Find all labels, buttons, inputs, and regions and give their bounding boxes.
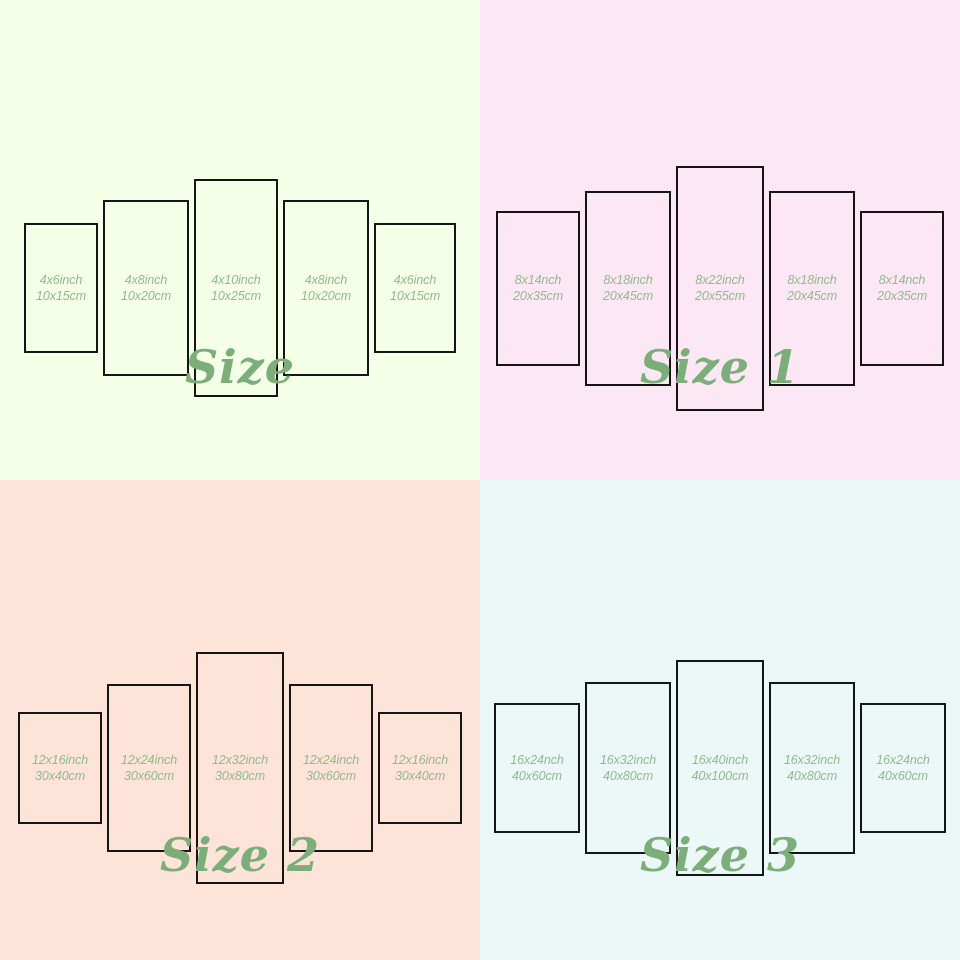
panel-size-label: 8x14nch 20x35cm xyxy=(877,272,927,305)
quadrant-size-2: 12x16inch 30x40cm 12x24inch 30x60cm 12x32inc… xyxy=(0,480,480,960)
panel-size-centimeters: 20x35cm xyxy=(876,289,928,303)
size-panel[interactable]: 12x24inch 30x60cm xyxy=(289,684,373,852)
panel-size-inches: 16x24nch xyxy=(510,752,564,767)
panel-size-label: 8x18inch 20x45cm xyxy=(787,272,837,305)
size-panel[interactable]: 16x40inch 40x100cm xyxy=(676,660,764,876)
size-panel[interactable]: 8x14nch 20x35cm xyxy=(860,210,944,366)
panel-size-centimeters: 10x15cm xyxy=(389,289,441,303)
panel-size-centimeters: 40x60cm xyxy=(877,769,928,783)
size-panel[interactable]: 8x22inch 20x55cm xyxy=(676,165,764,411)
size-panel[interactable]: 12x24inch 30x60cm xyxy=(107,684,191,852)
size-panel[interactable]: 4x8inch 10x20cm xyxy=(283,200,369,376)
panel-size-centimeters: 20x35cm xyxy=(512,289,564,303)
size-panel[interactable]: 4x8inch 10x20cm xyxy=(103,200,189,376)
panel-size-label: 16x24nch 40x60cm xyxy=(876,752,930,785)
quadrant-size-1: 8x14nch 20x35cm 8x18inch 20x45cm 8x22inch 20x… xyxy=(480,0,960,480)
size-panel[interactable]: 12x16inch 30x40cm xyxy=(378,712,462,824)
panel-size-label: 16x32inch 40x80cm xyxy=(600,752,656,785)
quadrant-size-base: 4x6inch 10x15cm 4x8inch 10x20cm 4x10inch 10x2… xyxy=(0,0,480,480)
panel-size-label: 12x16inch 30x40cm xyxy=(32,752,88,785)
panel-size-label: 16x32inch 40x80cm xyxy=(784,752,840,785)
panel-size-centimeters: 20x55cm xyxy=(694,289,746,303)
panel-size-inches: 8x14nch xyxy=(514,272,562,287)
panel-size-inches: 16x32inch xyxy=(783,752,841,767)
size-panel[interactable]: 8x18inch 20x45cm xyxy=(769,190,855,386)
panel-size-centimeters: 20x45cm xyxy=(602,289,654,303)
panel-size-centimeters: 30x40cm xyxy=(394,769,446,783)
quadrant-size-3: 16x24nch 40x60cm 16x32inch 40x80cm 16x40inch… xyxy=(480,480,960,960)
panel-size-centimeters: 10x20cm xyxy=(120,289,172,303)
panel-size-label: 4x6inch 10x15cm xyxy=(36,272,86,305)
panel-size-label: 4x8inch 10x20cm xyxy=(121,272,171,305)
panel-size-inches: 8x18inch xyxy=(603,272,653,287)
panel-size-inches: 8x22inch xyxy=(695,272,745,287)
panel-size-inches: 16x32inch xyxy=(599,752,657,767)
size-panel[interactable]: 8x18inch 20x45cm xyxy=(585,190,671,386)
panel-size-centimeters: 10x25cm xyxy=(210,289,262,303)
size-panel[interactable]: 16x24nch 40x60cm xyxy=(860,703,946,833)
panel-size-centimeters: 40x80cm xyxy=(602,769,654,783)
size-panel[interactable]: 4x10inch 10x25cm xyxy=(194,179,278,397)
panel-size-inches: 16x24nch xyxy=(876,752,930,767)
size-panel[interactable]: 16x32inch 40x80cm xyxy=(585,682,671,854)
panel-size-label: 4x8inch 10x20cm xyxy=(301,272,351,305)
panel-size-inches: 8x18inch xyxy=(787,272,837,287)
size-panel[interactable]: 12x32inch 30x80cm xyxy=(196,652,284,884)
panel-size-inches: 4x8inch xyxy=(124,272,168,287)
size-panel[interactable]: 12x16inch 30x40cm xyxy=(18,712,102,824)
heading-size-base: Size xyxy=(184,340,296,394)
size-panel[interactable]: 16x32inch 40x80cm xyxy=(769,682,855,854)
panel-size-label: 8x18inch 20x45cm xyxy=(603,272,653,305)
heading-size-2: Size 2 xyxy=(159,828,321,882)
heading-size-1: Size 1 xyxy=(639,340,801,394)
panel-size-centimeters: 10x15cm xyxy=(35,289,87,303)
panel-size-inches: 12x24inch xyxy=(302,752,360,767)
panel-size-label: 8x14nch 20x35cm xyxy=(513,272,563,305)
panel-size-inches: 4x8inch xyxy=(304,272,348,287)
panel-size-inches: 8x14nch xyxy=(878,272,926,287)
size-panel[interactable]: 4x6inch 10x15cm xyxy=(374,223,456,353)
panel-size-label: 4x10inch 10x25cm xyxy=(211,272,261,305)
size-panel[interactable]: 8x14nch 20x35cm xyxy=(496,210,580,366)
panel-size-inches: 4x10inch xyxy=(211,272,261,287)
panel-size-inches: 12x32inch xyxy=(211,752,269,767)
panel-group-size-3: 16x24nch 40x60cm 16x32inch 40x80cm 16x40inch… xyxy=(480,568,960,960)
panel-size-inches: 12x16inch xyxy=(31,752,89,767)
panel-size-inches: 4x6inch xyxy=(39,272,83,287)
panel-size-label: 8x22inch 20x55cm xyxy=(695,272,745,305)
panel-size-centimeters: 40x60cm xyxy=(511,769,562,783)
panel-size-inches: 12x24inch xyxy=(120,752,178,767)
size-panel[interactable]: 16x24nch 40x60cm xyxy=(494,703,580,833)
panel-group-size-1: 8x14nch 20x35cm 8x18inch 20x45cm 8x22inch 20x… xyxy=(480,88,960,480)
panel-size-inches: 12x16inch xyxy=(391,752,449,767)
panel-size-centimeters: 30x60cm xyxy=(123,769,175,783)
panel-size-centimeters: 10x20cm xyxy=(300,289,352,303)
panel-size-centimeters: 40x100cm xyxy=(691,769,749,783)
panel-size-inches: 4x6inch xyxy=(393,272,437,287)
panel-size-centimeters: 20x45cm xyxy=(786,289,838,303)
panel-group-size-base: 4x6inch 10x15cm 4x8inch 10x20cm 4x10inch 10x2… xyxy=(0,88,480,480)
panel-size-label: 12x32inch 30x80cm xyxy=(212,752,268,785)
heading-size-3: Size 3 xyxy=(639,828,801,882)
panel-size-centimeters: 40x80cm xyxy=(786,769,838,783)
panel-size-label: 12x24inch 30x60cm xyxy=(303,752,359,785)
panel-size-label: 16x24nch 40x60cm xyxy=(510,752,564,785)
panel-size-label: 16x40inch 40x100cm xyxy=(692,752,749,785)
panel-size-inches: 16x40inch xyxy=(691,752,749,767)
size-panel[interactable]: 4x6inch 10x15cm xyxy=(24,223,98,353)
panel-size-label: 4x6inch 10x15cm xyxy=(390,272,440,305)
panel-size-centimeters: 30x40cm xyxy=(34,769,86,783)
panel-group-size-2: 12x16inch 30x40cm 12x24inch 30x60cm 12x32inc… xyxy=(0,568,480,960)
panel-size-centimeters: 30x80cm xyxy=(214,769,266,783)
panel-size-label: 12x16inch 30x40cm xyxy=(392,752,448,785)
panel-size-centimeters: 30x60cm xyxy=(305,769,357,783)
panel-size-label: 12x24inch 30x60cm xyxy=(121,752,177,785)
